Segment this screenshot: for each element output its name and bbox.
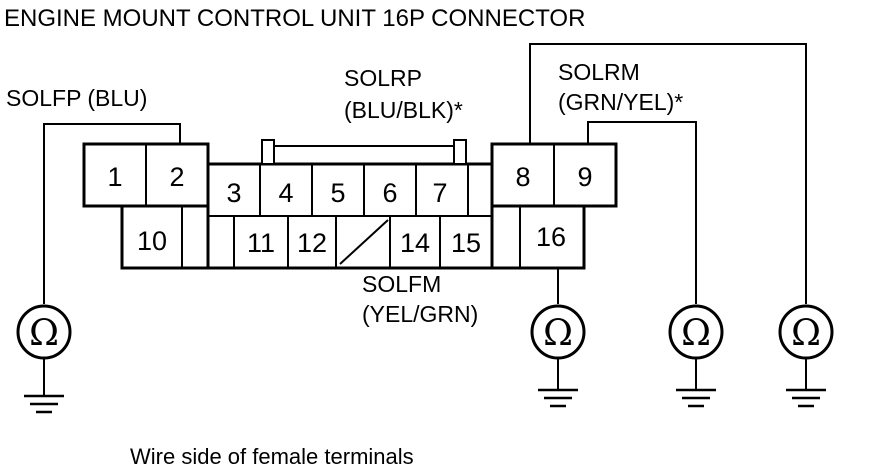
- label-solrp-color: (BLU/BLK)*: [344, 97, 463, 123]
- pin-4: 4: [278, 178, 293, 208]
- pin-2: 2: [169, 162, 184, 192]
- pin-14: 14: [400, 228, 430, 258]
- ground-icon: [676, 388, 716, 408]
- ohmmeter-1: Ω: [16, 304, 72, 414]
- ohm-symbol: Ω: [791, 313, 821, 354]
- label-solrm-name: SOLRM: [558, 59, 640, 85]
- label-solrp-name: SOLRP: [344, 65, 422, 91]
- label-solrm-color: (GRN/YEL)*: [558, 89, 683, 115]
- label-solfm-name: SOLFM: [362, 271, 441, 297]
- ohm-symbol: Ω: [543, 313, 573, 354]
- pin-6: 6: [382, 178, 397, 208]
- ground-icon: [24, 394, 64, 414]
- ohmmeter-2: Ω: [530, 304, 586, 408]
- pin-8: 8: [515, 162, 530, 192]
- pin-12: 12: [297, 228, 327, 258]
- ground-icon: [538, 388, 578, 408]
- ohmmeter-4: Ω: [778, 304, 834, 408]
- wire-pin8: [529, 43, 807, 304]
- pin-13-blank: [339, 219, 389, 265]
- pin-1: 1: [107, 162, 122, 192]
- diagram-caption: Wire side of female terminals: [130, 444, 414, 469]
- pin-9: 9: [577, 162, 592, 192]
- pin-15: 15: [451, 228, 481, 258]
- pin-11: 11: [247, 228, 275, 258]
- lock-tab-left: [261, 139, 275, 165]
- label-solfm-color: (YEL/GRN): [362, 301, 478, 327]
- connector-right-lower: [490, 204, 586, 270]
- pin-labels: 1 2 3 4 5 6 7 8 9 10 11 12 14 15 16: [107, 162, 592, 258]
- wire-pin2: [43, 123, 181, 304]
- ohm-symbol: Ω: [29, 313, 59, 354]
- label-solfp: SOLFP (BLU): [6, 85, 147, 111]
- wire-pin9: [587, 121, 697, 304]
- wires: [43, 43, 807, 304]
- pin-3: 3: [226, 178, 241, 208]
- pin-16: 16: [536, 222, 566, 252]
- pin-7: 7: [432, 178, 447, 208]
- ohmmeter-3: Ω: [668, 304, 724, 408]
- pin-10: 10: [137, 226, 167, 256]
- connector-body: [82, 139, 618, 270]
- ohm-symbol: Ω: [681, 313, 711, 354]
- pin-5: 5: [330, 178, 345, 208]
- lock-tab-right: [453, 139, 467, 165]
- diagram-title: ENGINE MOUNT CONTROL UNIT 16P CONNECTOR: [4, 5, 585, 32]
- ground-icon: [786, 388, 826, 408]
